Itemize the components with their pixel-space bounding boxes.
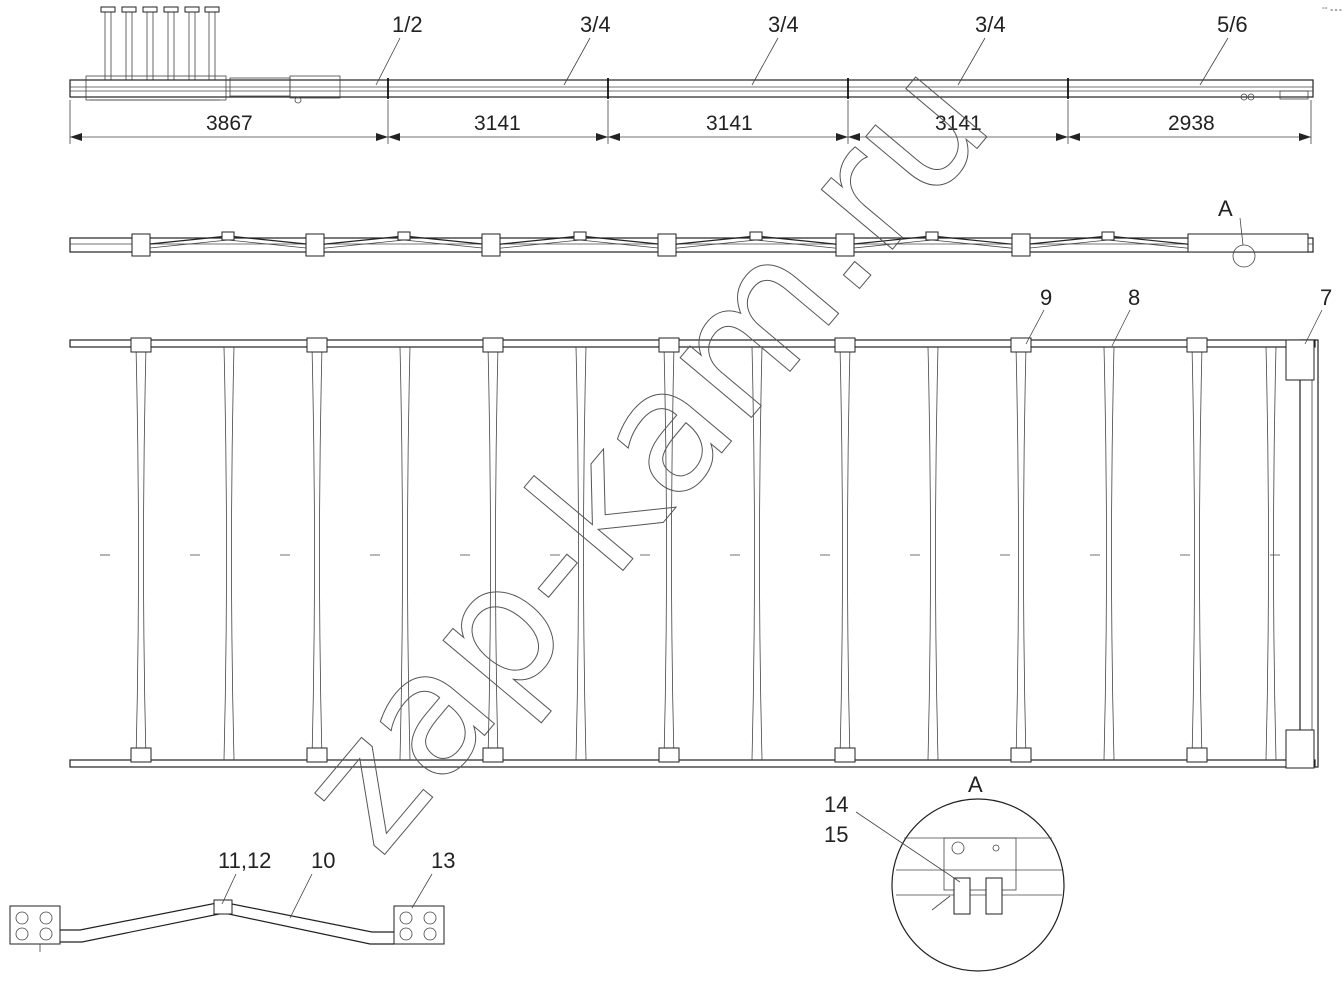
detail-a-marker: A (1218, 196, 1233, 221)
corner-mark: °° ∘∘∘ (1322, 6, 1343, 14)
callout-14: 14 (824, 792, 848, 817)
plan-view: 9 8 7 (69, 285, 1332, 769)
crossmember-brackets (130, 337, 1315, 769)
callout-15: 15 (824, 822, 848, 847)
callout-11-12: 11,12 (218, 848, 271, 873)
section-labels: 1/2 3/4 3/4 3/4 5/6 (375, 12, 1248, 86)
section-label-2: 3/4 (580, 12, 611, 37)
dimension-1: 3867 (206, 112, 253, 135)
vertical-posts (100, 6, 220, 80)
crossmembers (135, 346, 1277, 761)
section-label-3: 3/4 (768, 12, 799, 37)
callout-13: 13 (431, 848, 455, 873)
section-label-4: 3/4 (975, 12, 1006, 37)
dimension-4: 3141 (935, 112, 982, 135)
detail-a-title: A (968, 772, 983, 797)
crossmember-detail: 11,12 10 13 (9, 848, 455, 952)
callout-10: 10 (311, 848, 335, 873)
callout-7: 7 (1320, 285, 1332, 310)
section-label-1: 1/2 (392, 12, 423, 37)
side-view: A (69, 196, 1314, 268)
watermark: zap-kam.ru (260, 24, 1028, 886)
dimension-5: 2938 (1168, 112, 1215, 135)
section-joints (387, 78, 1069, 99)
truss-nodes (131, 231, 1309, 257)
top-view: 1/2 3/4 3/4 3/4 5/6 (69, 6, 1314, 144)
callout-8: 8 (1128, 285, 1140, 310)
detail-a: A 14 15 (824, 772, 1065, 972)
section-label-5: 5/6 (1217, 12, 1248, 37)
dimension-2: 3141 (474, 112, 521, 135)
dimension-line: 3867 3141 3141 3141 2938 (69, 100, 1312, 144)
dimension-3: 3141 (706, 112, 753, 135)
hardware-cluster (85, 75, 1309, 104)
callout-9: 9 (1040, 285, 1052, 310)
